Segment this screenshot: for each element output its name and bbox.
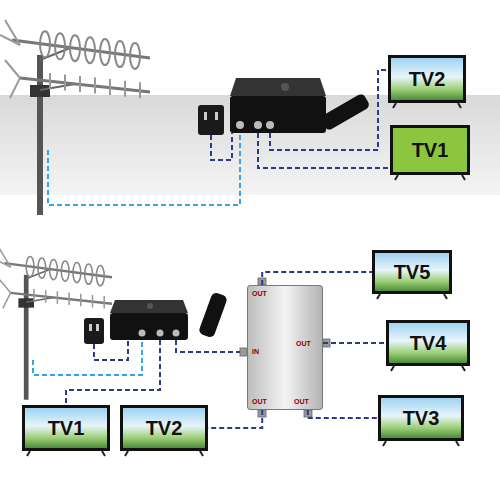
antenna-cable — [48, 133, 240, 205]
tv-screen: TV2 — [388, 55, 466, 103]
splitter-port — [240, 278, 330, 417]
remote-control — [319, 93, 370, 132]
port-label: OUT — [296, 340, 311, 347]
tv-screen: TV1 — [22, 405, 110, 451]
tv-label: TV2 — [146, 418, 183, 438]
amplifier-box — [230, 78, 326, 133]
splitter-box: OUT IN OUT OUT OUT — [247, 285, 323, 410]
tv-screen: TV1 — [390, 125, 470, 175]
tv-screen: TV4 — [386, 320, 470, 366]
floor-band — [0, 95, 500, 195]
tv-label: TV2 — [409, 69, 446, 89]
tv-label: TV1 — [48, 418, 85, 438]
coax-cable — [66, 340, 160, 405]
coax-cable — [270, 70, 388, 150]
antenna — [0, 20, 150, 215]
coax-cable — [208, 410, 262, 428]
coax-cable — [176, 340, 240, 352]
tv-screen: TV5 — [372, 250, 452, 294]
amplifier-box — [110, 300, 188, 340]
tv-screen: TV3 — [378, 395, 464, 441]
port-label: OUT — [252, 290, 267, 297]
coax-cable — [262, 272, 372, 285]
port-label: OUT — [252, 398, 267, 405]
tv-label: TV5 — [394, 262, 431, 282]
antenna-cable — [33, 340, 142, 375]
power-adapter — [198, 105, 224, 135]
power-adapter — [84, 318, 104, 344]
coax-cable — [323, 342, 386, 344]
tv-screen: TV2 — [120, 405, 208, 451]
tv-label: TV4 — [410, 333, 447, 353]
power-cable — [211, 133, 232, 160]
port-label: IN — [252, 348, 259, 355]
remote-control — [198, 292, 228, 339]
coax-cable — [308, 410, 378, 418]
antenna — [0, 248, 112, 400]
tv-label: TV1 — [412, 140, 449, 160]
port-label: OUT — [294, 398, 309, 405]
power-cable — [94, 340, 128, 360]
tv-label: TV3 — [403, 408, 440, 428]
